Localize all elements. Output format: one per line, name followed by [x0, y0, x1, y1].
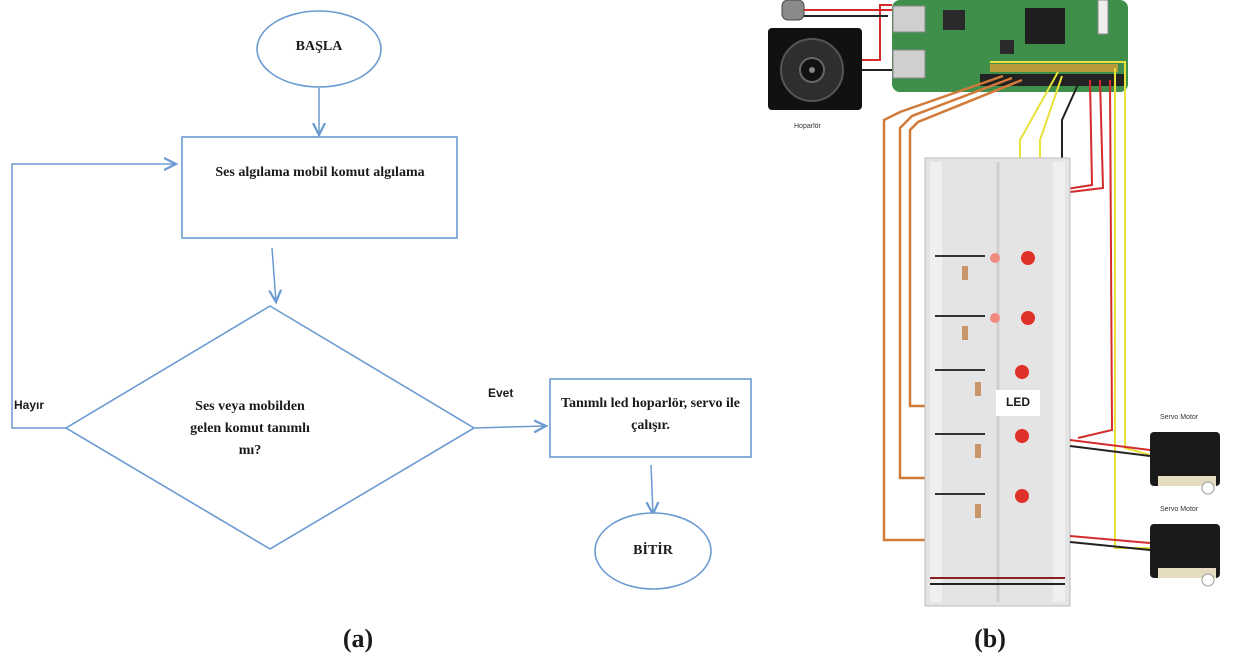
decision-diamond [64, 305, 476, 550]
servo-motor-1 [1150, 432, 1220, 495]
led-4 [1015, 429, 1029, 443]
decision-label: Ses veya mobilden gelen komut tanımlı mı… [190, 399, 310, 458]
action-label: Tanımlı led hoparlör, servo ile çalışır. [560, 396, 741, 433]
arrow-yes-to-action [473, 426, 546, 428]
end-label: BİTİR [633, 543, 673, 558]
servo-motor-2-label: Servo Motor [1160, 506, 1199, 513]
process-box [181, 136, 458, 239]
arrow-action-to-end [651, 464, 653, 514]
microphone [781, 0, 805, 21]
arrow-no-loop [11, 164, 176, 429]
caption-b: (b) [974, 624, 1006, 653]
yes-branch-label: Evet [488, 386, 514, 400]
led-2 [990, 311, 1035, 325]
caption-a: (a) [342, 624, 374, 653]
speaker [768, 28, 862, 110]
servo-motor-2 [1150, 524, 1220, 587]
start-label: BAŞLA [295, 39, 343, 54]
action-box [549, 378, 752, 458]
start-terminal [256, 10, 382, 88]
end-terminal [594, 512, 712, 590]
led-3 [1015, 365, 1029, 379]
arrow-process-to-decision [272, 247, 276, 302]
process-label: Ses algılama mobil komut algılama [215, 165, 425, 180]
no-branch-label: Hayır [14, 398, 45, 412]
led-1 [990, 251, 1035, 265]
led-5 [1015, 489, 1029, 503]
led-label: LED [1006, 395, 1030, 409]
breadboard [924, 157, 1071, 607]
servo-motor-1-label: Servo Motor [1160, 414, 1199, 421]
speaker-label: Hoparlör [794, 123, 821, 130]
